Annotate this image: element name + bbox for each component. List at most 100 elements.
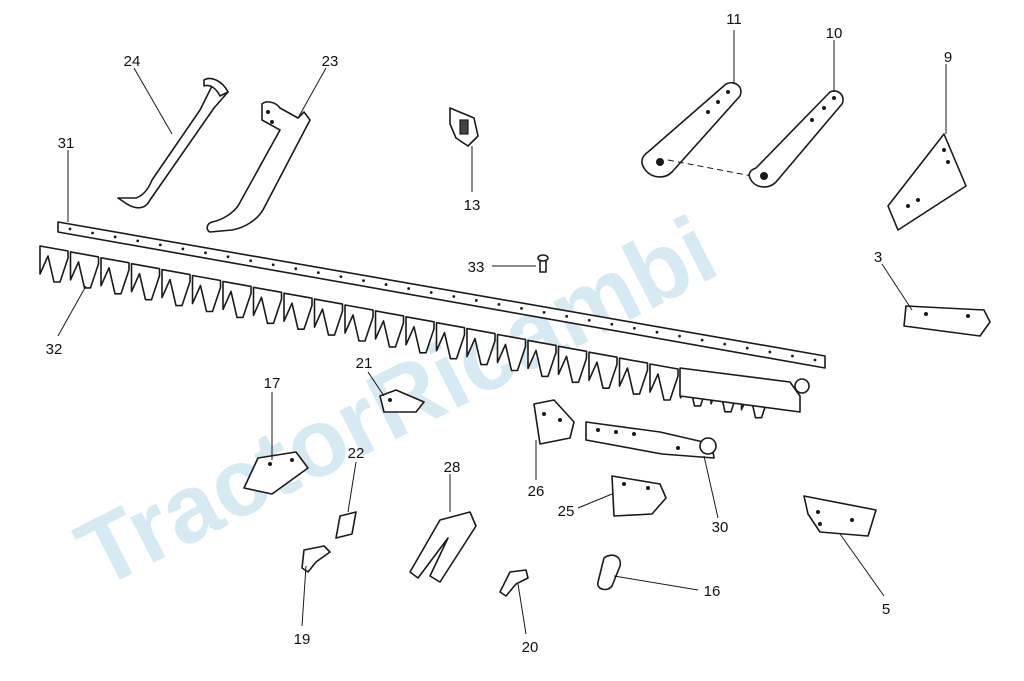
callout-23: 23 xyxy=(322,53,339,70)
bar-hole xyxy=(113,235,117,239)
bar-hole xyxy=(520,306,523,310)
guard-tooth xyxy=(557,345,588,384)
bar-hole xyxy=(700,338,704,342)
guard-tooth xyxy=(100,256,130,295)
leader-lines xyxy=(57,30,947,635)
bar-hole xyxy=(497,303,501,306)
guard-tooth xyxy=(374,310,405,348)
callout-17: 17 xyxy=(264,375,281,392)
bar-hole xyxy=(768,350,772,354)
bar-hole xyxy=(745,346,749,350)
part-21-clip xyxy=(379,389,425,413)
part-28-double-guard xyxy=(409,511,477,583)
part-33-rivet xyxy=(537,254,549,273)
bar-hole xyxy=(362,279,365,283)
callout-19: 19 xyxy=(294,631,311,648)
bar-hole xyxy=(91,231,94,235)
bar-hole xyxy=(136,239,140,243)
part-13-bracket xyxy=(449,107,479,147)
guard-tooth xyxy=(588,351,618,390)
bar-hole xyxy=(813,358,817,362)
bar-hole xyxy=(204,251,207,255)
part-9-plate xyxy=(887,133,967,231)
part-11-connecting-arm xyxy=(641,81,742,178)
guard-tooth xyxy=(405,315,435,354)
part-10-connecting-arm xyxy=(748,90,844,188)
bar-hole xyxy=(474,299,478,302)
guard-tooth xyxy=(618,357,649,395)
bar-hole xyxy=(181,247,185,251)
callout-5: 5 xyxy=(882,601,890,618)
guard-tooth xyxy=(435,321,466,360)
callout-10: 10 xyxy=(826,25,843,42)
bar-hole xyxy=(632,326,636,330)
bar-hole xyxy=(655,330,659,334)
part-5-bracket xyxy=(803,495,877,537)
bar-hole xyxy=(316,271,320,275)
callout-33: 33 xyxy=(468,259,485,276)
part-31-knife-back-bar xyxy=(57,221,826,369)
bar-hole xyxy=(271,263,275,267)
guard-tooth xyxy=(466,327,496,366)
part-24-hold-down-clip xyxy=(117,77,229,209)
guard-tooth xyxy=(283,292,313,331)
callout-21: 21 xyxy=(356,355,373,372)
bar-hole xyxy=(452,295,456,298)
guard-tooth xyxy=(130,262,161,301)
part-30-knife-head xyxy=(585,421,717,459)
bar-hole xyxy=(587,318,591,322)
bar-hole xyxy=(226,255,230,259)
callout-11: 11 xyxy=(726,11,742,28)
part-26-section xyxy=(533,399,575,445)
guard-tooth xyxy=(39,245,69,283)
bar-hole xyxy=(542,310,546,314)
bar-hole xyxy=(68,227,72,231)
guard-tooth xyxy=(222,280,252,319)
bar-hole xyxy=(565,314,569,318)
bar-hole xyxy=(384,283,388,286)
part-32-guard-bar xyxy=(39,245,810,419)
bar-hole xyxy=(294,267,298,271)
guard-tooth xyxy=(191,274,222,313)
bar-hole xyxy=(723,342,727,346)
guard-tooth xyxy=(69,251,100,289)
guard-tooth xyxy=(313,298,344,336)
bar-hole xyxy=(791,354,794,358)
callout-13: 13 xyxy=(464,197,481,214)
part-3-wear-plate xyxy=(903,305,991,337)
part-20-rivet-plate xyxy=(499,569,529,597)
guard-tooth xyxy=(649,363,679,401)
callout-31: 31 xyxy=(58,135,75,152)
guard-tooth xyxy=(527,339,557,378)
part-17-hold-down xyxy=(243,451,309,495)
part-23-knife-holder xyxy=(206,101,311,233)
bar-hole xyxy=(249,259,253,263)
callout-32: 32 xyxy=(46,341,63,358)
bar-hole xyxy=(429,291,433,294)
callout-30: 30 xyxy=(712,519,729,536)
part-22-section xyxy=(335,511,357,539)
bar-hole xyxy=(678,334,681,338)
callout-labels: 11 10 9 24 23 13 31 33 3 32 21 17 22 28 … xyxy=(46,11,953,656)
part-25-section xyxy=(611,475,667,517)
bar-hole xyxy=(610,322,614,326)
callout-20: 20 xyxy=(522,639,539,656)
bar-hole xyxy=(158,243,162,247)
bar-hole xyxy=(339,275,343,279)
callout-28: 28 xyxy=(444,459,461,476)
guard-tooth xyxy=(161,268,191,307)
guard-tooth xyxy=(252,286,283,325)
callout-16: 16 xyxy=(704,583,721,600)
callout-22: 22 xyxy=(348,445,365,462)
part-19-knife-section xyxy=(301,545,331,573)
callout-26: 26 xyxy=(528,483,545,500)
callout-24: 24 xyxy=(124,53,141,70)
part-16-clip xyxy=(597,554,622,591)
guard-tooth xyxy=(496,333,527,372)
bar-hole xyxy=(407,287,411,290)
guard-tooth xyxy=(344,304,374,342)
callout-3: 3 xyxy=(874,249,882,266)
callout-9: 9 xyxy=(944,49,952,66)
